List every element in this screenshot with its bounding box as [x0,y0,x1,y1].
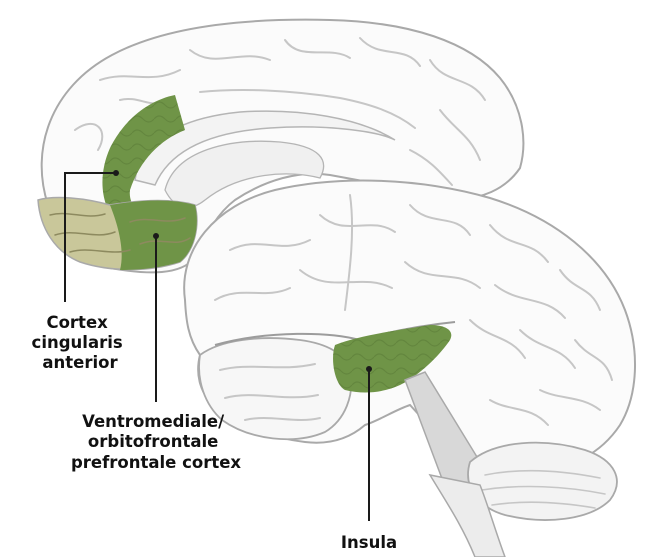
lateral-hemisphere [184,181,635,557]
label-acc-line-3: anterior [42,353,118,372]
label-vmpfc-line-2: orbitofrontale [88,432,218,451]
leader-dot-insula [366,366,372,372]
label-ventromedial-cortex: Ventromediale/ orbitofrontale prefrontal… [71,412,241,472]
leader-dot-acc [113,170,119,176]
label-anterior-cingulate-cortex: Cortex cingularis anterior [32,313,129,372]
leader-dot-vmpfc [153,233,159,239]
label-insula-line-1: Insula [341,533,397,552]
label-acc-line-1: Cortex [46,313,108,332]
label-vmpfc-line-3: prefrontale cortex [71,453,241,472]
label-acc-line-2: cingularis [32,333,123,352]
label-vmpfc-line-1: Ventromediale/ [82,412,225,431]
label-insula: Insula [341,533,397,552]
